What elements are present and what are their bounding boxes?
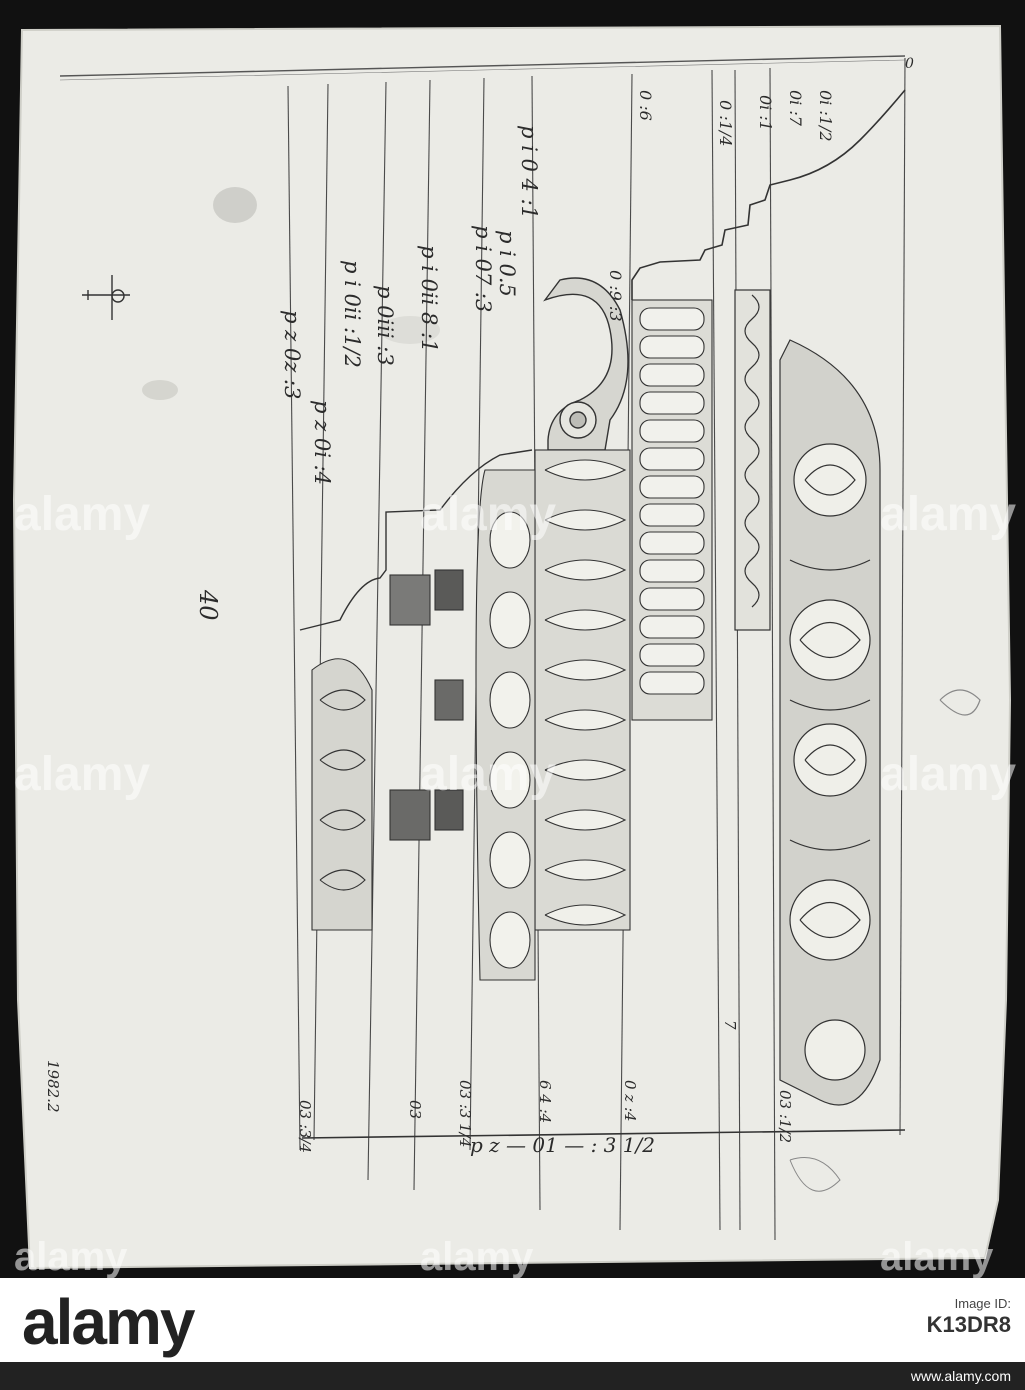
svg-text:p 0iii :3: p 0iii :3: [373, 285, 397, 366]
dimension-annotations-bottom: 03 :3/4 03 03 :3 1/4 6 4 :4 0 z :4 7 03 …: [296, 1020, 794, 1153]
egg-and-dart-band: [534, 449, 631, 931]
svg-text:p i 0ii 8 :1: p i 0ii 8 :1: [417, 245, 441, 352]
corner-mark: 0: [905, 56, 914, 72]
svg-text:03 :3/4: 03 :3/4: [296, 1100, 314, 1153]
svg-text:p i 0 4 :1: p i 0 4 :1: [517, 125, 541, 219]
bottom-ornament-sketch: [789, 1157, 841, 1192]
margin-note: 1982.2: [44, 1060, 62, 1113]
console-scroll: [543, 277, 629, 451]
left-profile: [299, 449, 533, 631]
watermark-repeats: alamy alamy alamy alamy alamy alamy alam…: [14, 488, 1016, 1278]
watermark-url: www.alamy.com: [910, 1368, 1011, 1384]
svg-text:alamy: alamy: [14, 488, 150, 541]
svg-text:0i :1/2: 0i :1/2: [816, 90, 835, 142]
svg-text:alamy: alamy: [880, 748, 1016, 801]
small-sketch: [82, 275, 130, 320]
svg-text:alamy: alamy: [14, 1235, 128, 1278]
svg-text:7: 7: [721, 1020, 739, 1030]
svg-text:p i 0ii :1/2: p i 0ii :1/2: [340, 260, 364, 368]
bottom-strip: [0, 1362, 1025, 1390]
svg-text:6 4 :4: 6 4 :4: [536, 1080, 554, 1123]
svg-text:03: 03: [406, 1100, 424, 1119]
svg-text:p z 0i :4: p z 0i :4: [310, 400, 334, 485]
svg-text:0i :7: 0i :7: [786, 90, 805, 127]
entablature-drawing: p z — 01 — : 3 1/2: [12, 24, 1016, 1278]
svg-text:0 z :4: 0 z :4: [621, 1080, 639, 1122]
alamy-logo: alamy: [22, 1286, 195, 1358]
svg-text:p i 07 :3: p i 07 :3: [471, 225, 495, 312]
svg-text:0 :9 :3: 0 :9 :3: [606, 270, 625, 322]
image-id-block: Image ID: K13DR8: [927, 1296, 1011, 1338]
stain: [380, 316, 440, 344]
cornice-profile: [631, 89, 906, 300]
left-sketch-label: 40: [194, 589, 222, 621]
svg-text:p i 0.5: p i 0.5: [495, 230, 519, 297]
bead-band: [389, 569, 464, 841]
svg-text:alamy: alamy: [420, 488, 556, 541]
total-dimension-label: p z — 01 — : 3 1/2: [470, 1133, 655, 1157]
svg-text:03 :3 1/4: 03 :3 1/4: [456, 1080, 474, 1147]
svg-text:alamy: alamy: [420, 1235, 534, 1278]
svg-text:0i :1: 0i :1: [756, 95, 775, 131]
right-edge-sketch: [939, 689, 981, 716]
lower-frieze: [311, 658, 373, 931]
svg-text:0 :6: 0 :6: [636, 90, 655, 121]
drawing-sheet: p z — 01 — : 3 1/2: [0, 0, 1025, 1278]
ovolo-band: [475, 469, 536, 981]
dimension-annotations-right: 0i :1/2 0i :7 0i :1 0 :1/4 0 :6 0 :9 :3: [606, 90, 835, 322]
svg-text:alamy: alamy: [880, 488, 1016, 541]
dimension-annotations-left: p z 0z :3 p z 0i :4 p i 0ii :1/2 p 0iii …: [280, 125, 541, 485]
stain: [142, 380, 178, 400]
svg-text:alamy: alamy: [420, 748, 556, 801]
stain: [213, 187, 257, 223]
image-id-code: K13DR8: [926, 1311, 1011, 1337]
image-id-label: Image ID:: [954, 1296, 1011, 1311]
svg-text:p z 0z :3: p z 0z :3: [280, 310, 304, 399]
svg-text:03 :1/2: 03 :1/2: [776, 1090, 794, 1143]
dentil-band: [631, 299, 713, 721]
svg-text:0 :1/4: 0 :1/4: [716, 100, 735, 146]
svg-text:alamy: alamy: [880, 1235, 994, 1278]
svg-text:alamy: alamy: [14, 748, 150, 801]
wave-band: [734, 289, 771, 631]
acanthus-frieze: [779, 339, 881, 1106]
